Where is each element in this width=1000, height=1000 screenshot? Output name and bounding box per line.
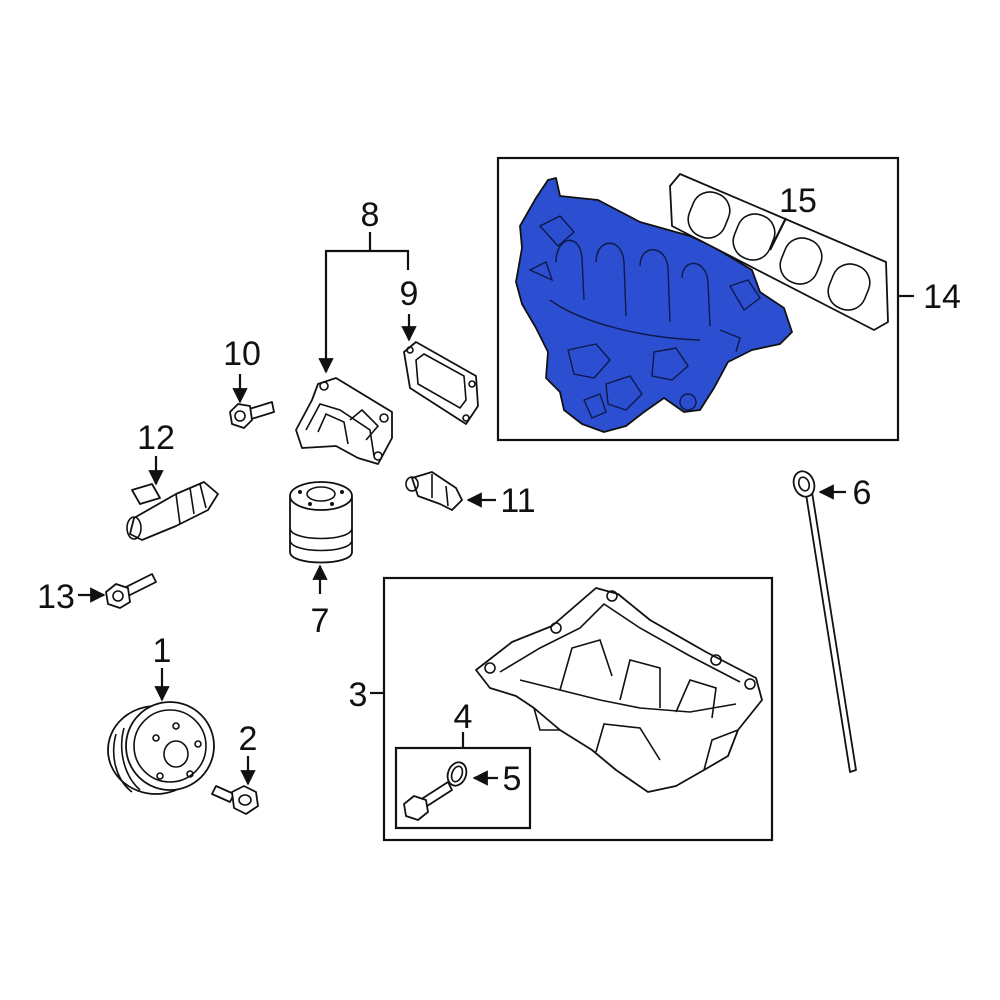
callout-15-leader [769, 217, 787, 251]
crankshaft-pulley[interactable] [107, 701, 215, 795]
oil-pressure-sensor[interactable] [405, 471, 463, 511]
callout-15-label: 15 [779, 182, 817, 220]
callout-13-label: 13 [37, 578, 75, 616]
callout-1-label: 1 [153, 632, 172, 670]
drain-plug-gasket[interactable] [444, 760, 469, 789]
callout-6-label: 6 [853, 474, 872, 512]
adapter-gasket[interactable] [403, 341, 479, 425]
dipstick[interactable] [790, 468, 857, 773]
drain-plug[interactable] [403, 781, 453, 821]
callout-4-label: 4 [454, 698, 473, 736]
solenoid-bolt[interactable] [105, 573, 157, 609]
pulley-bolt[interactable] [211, 785, 259, 815]
callout-11-label: 11 [500, 482, 535, 520]
intake-manifold[interactable] [515, 177, 793, 433]
callout-9-label: 9 [400, 275, 419, 313]
adapter-bolt[interactable] [229, 401, 275, 429]
intake-gasket[interactable] [669, 173, 889, 331]
callout-14-label: 14 [923, 278, 961, 316]
callout-5-label: 5 [503, 760, 522, 798]
oil-control-solenoid[interactable] [126, 481, 219, 541]
callout-3-label: 3 [349, 676, 368, 714]
callout-2-label: 2 [239, 720, 258, 758]
callout-8-bracket [324, 249, 410, 372]
callout-12-label: 12 [137, 419, 175, 457]
oil-pan-group-box [382, 576, 774, 842]
intake-manifold-group-box [496, 156, 900, 442]
oil-filter-adapter[interactable] [295, 377, 393, 465]
oil-filter[interactable] [289, 481, 353, 564]
callout-7-label: 7 [311, 602, 330, 640]
oil-pan[interactable] [475, 587, 763, 793]
callout-10-label: 10 [223, 335, 261, 373]
callout-8-label: 8 [361, 196, 380, 234]
